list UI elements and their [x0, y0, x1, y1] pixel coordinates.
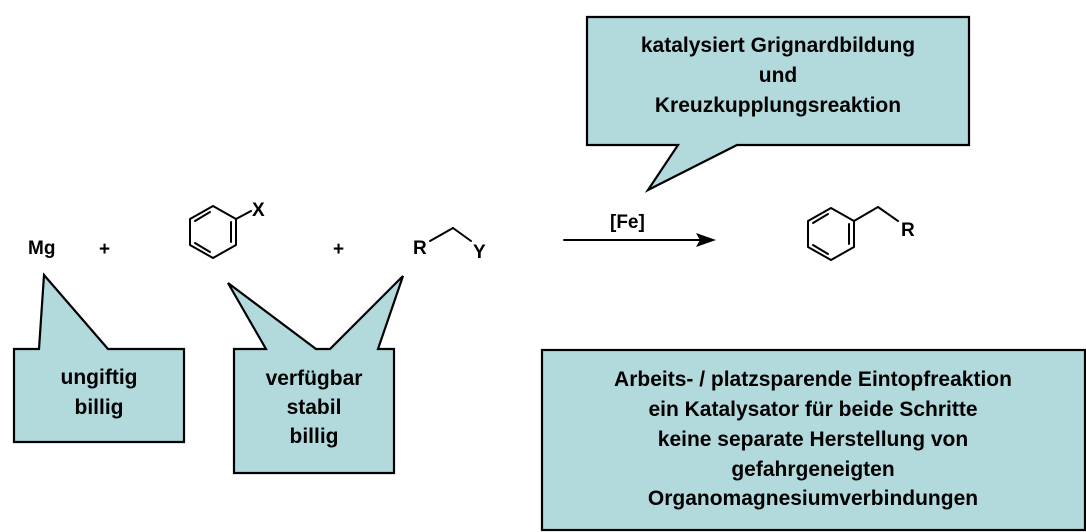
aryl-substituent-label: X — [252, 200, 265, 221]
advantages-line-1: Arbeits- / platzsparende Eintopfreaktion — [614, 368, 1012, 391]
catalysis-callout-bubble — [585, 15, 971, 193]
arrow-head — [696, 233, 716, 247]
aryl-halide-structure: X — [189, 200, 265, 259]
benzene-ring-reactant — [189, 205, 237, 259]
product-structure: R — [807, 206, 915, 261]
catalysis-callout-line-1: katalysiert Grignardbildung — [641, 34, 915, 57]
substrates-callout-bubble — [227, 275, 405, 475]
alkyl-r-label: R — [413, 238, 427, 259]
benzyl-bond-1 — [853, 206, 879, 222]
benzene-double-bond — [194, 211, 211, 222]
magnesium-callout-line-2: billig — [75, 396, 124, 419]
alkyl-bond-2 — [452, 227, 472, 242]
advantages-line-2: ein Katalysator für beide Schritte — [648, 398, 977, 421]
benzene-double-bond — [812, 244, 829, 255]
benzene-double-bond — [194, 242, 211, 253]
advantages-line-5: Organomagnesiumverbindungen — [648, 487, 978, 510]
reaction-arrow: [Fe] — [563, 212, 716, 247]
substrates-callout-line-1: verfügbar — [266, 367, 363, 390]
benzene-ring-product — [807, 207, 855, 261]
magnesium-callout-bubble — [12, 272, 186, 444]
magnesium-label: Mg — [28, 238, 55, 259]
catalysis-callout-line-3: Kreuzkupplungsreaktion — [655, 94, 901, 117]
substrates-callout-line-3: billig — [290, 425, 339, 448]
advantages-line-4: gefahrgeneigten — [731, 458, 894, 481]
advantages-line-3: keine separate Herstellung von — [658, 428, 968, 451]
magnesium-callout-line-1: ungiftig — [61, 366, 138, 389]
alkyl-y-label: Y — [473, 242, 486, 263]
plus-sign-2: + — [333, 239, 344, 260]
benzyl-bond-2 — [877, 206, 899, 222]
alkyl-bond-1 — [429, 227, 454, 242]
catalysis-callout-line-2: und — [759, 64, 797, 87]
benzene-double-bond — [812, 213, 829, 224]
product-r-label: R — [901, 220, 915, 241]
alkyl-electrophile-structure: R Y — [413, 227, 486, 263]
catalyst-label: [Fe] — [610, 212, 645, 233]
plus-sign-1: + — [99, 239, 110, 260]
advantages-box — [540, 348, 1086, 532]
aryl-x-bond — [235, 210, 252, 220]
substrates-callout-line-2: stabil — [287, 396, 342, 419]
